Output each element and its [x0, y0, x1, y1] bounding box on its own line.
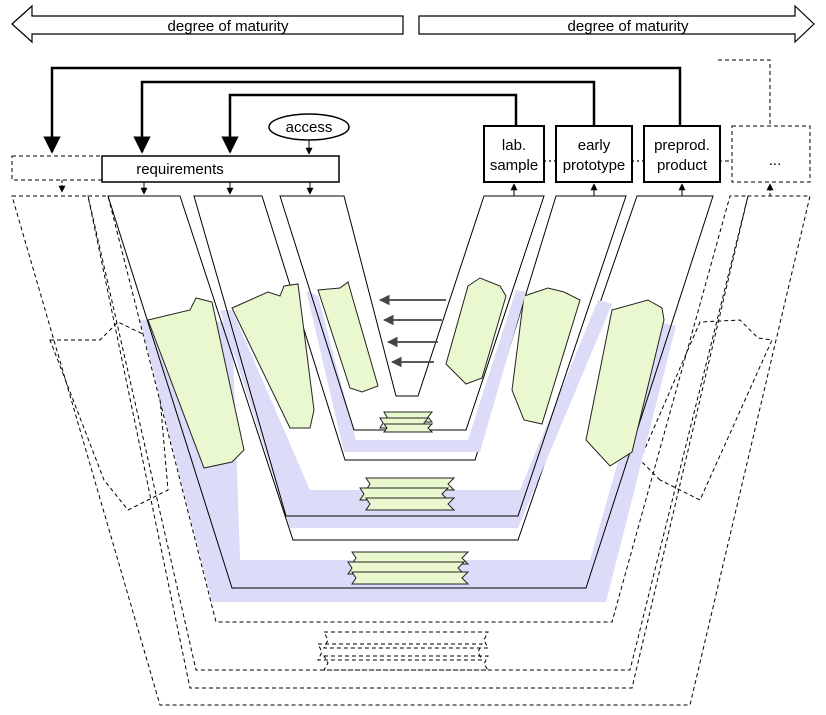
v-lab-sample	[279, 195, 545, 452]
requirements-bar: requirements	[101, 155, 340, 183]
docs-stack-outer	[347, 551, 470, 585]
lab-sample-line2: sample	[490, 157, 538, 174]
maturity-arrow-right: degree of maturity	[418, 4, 815, 44]
lab-sample-line1: lab.	[502, 137, 526, 154]
future-v-cycle	[11, 195, 811, 706]
access-node: access	[268, 113, 350, 141]
v-early-prototype	[193, 195, 627, 528]
early-prototype-line1: early	[578, 137, 611, 154]
box-early-prototype: early prototype	[555, 125, 633, 183]
docs-stack-middle	[359, 477, 456, 511]
maturity-arrow-left: degree of maturity	[11, 4, 404, 44]
feedback-loops	[43, 66, 682, 154]
early-prototype-line2: prototype	[563, 157, 626, 174]
box-preprod-product: preprod. product	[643, 125, 721, 183]
preprod-product-line2: product	[657, 157, 708, 174]
docs-stack-inner	[379, 411, 434, 433]
requirements-label: requirements	[136, 161, 224, 178]
ellipsis-label: ...	[769, 152, 782, 169]
maturity-left-label: degree of maturity	[168, 18, 289, 35]
future-docs-stack	[317, 631, 489, 671]
box-lab-sample: lab. sample	[483, 125, 545, 183]
preprod-product-line1: preprod.	[654, 137, 710, 154]
v-preprod	[107, 195, 714, 602]
access-label: access	[286, 119, 333, 136]
ellipsis-box	[731, 125, 811, 183]
maturity-right-label: degree of maturity	[568, 18, 689, 35]
iteration-arrows	[378, 294, 446, 368]
requirements-bar-extension	[11, 155, 109, 181]
